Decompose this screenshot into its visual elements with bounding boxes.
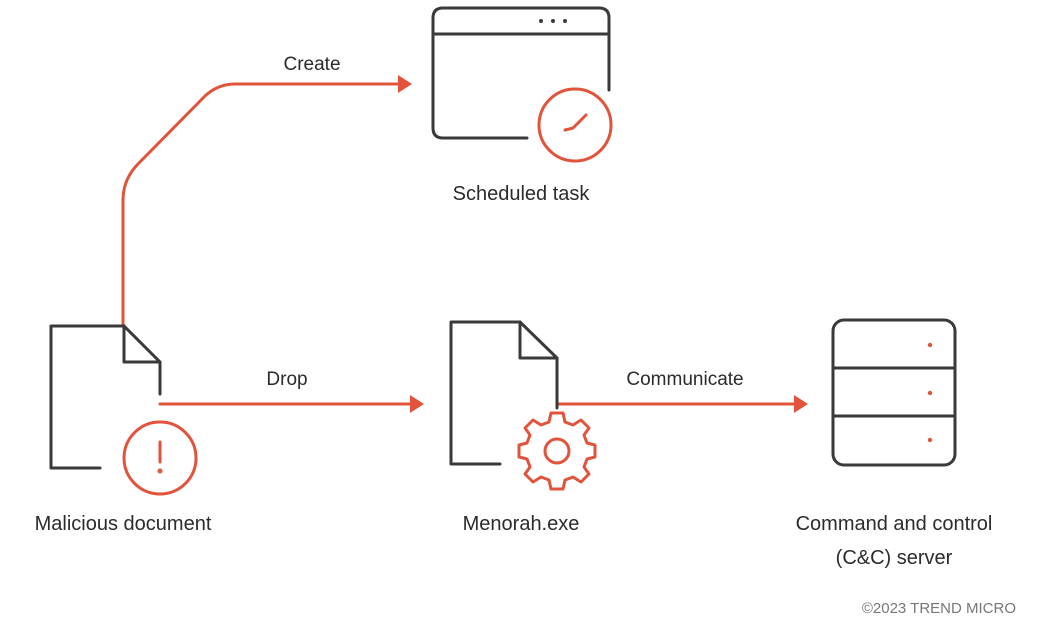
edge-drop [158, 395, 424, 413]
edge-label-communicate: Communicate [626, 369, 743, 390]
edge-create [121, 75, 412, 328]
edge-label-drop: Drop [266, 369, 307, 390]
server-icon [831, 318, 957, 467]
document-warning-icon [49, 324, 198, 496]
executable-gear-icon [449, 320, 597, 491]
edge-label-create: Create [283, 54, 340, 75]
label-menorah-exe: Menorah.exe [463, 513, 580, 535]
window-clock-icon [431, 6, 613, 163]
label-scheduled-task: Scheduled task [453, 183, 591, 205]
label-cc-server-line1: Command and control [796, 513, 993, 535]
copyright: ©2023 TREND MICRO [862, 600, 1016, 617]
edge-communicate [555, 395, 808, 413]
label-malicious-document: Malicious document [35, 513, 212, 535]
label-cc-server-line2: (C&C) server [836, 547, 953, 569]
